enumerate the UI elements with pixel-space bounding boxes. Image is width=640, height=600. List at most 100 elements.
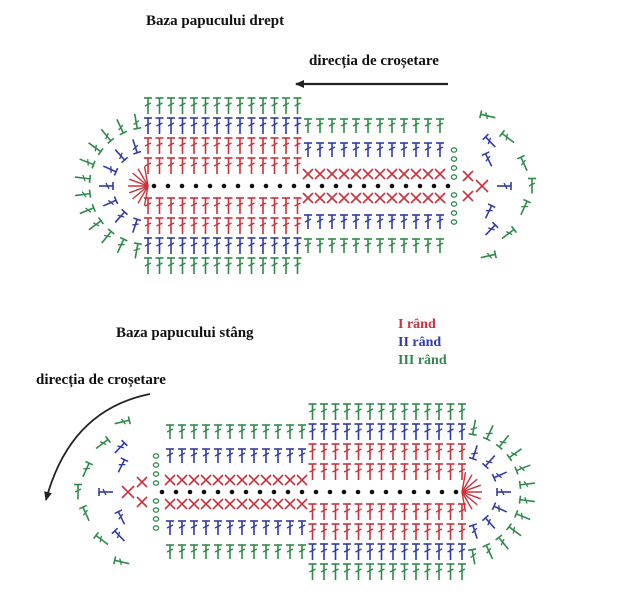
- double-crochet-stitch: [354, 403, 363, 420]
- single-crochet-stitch: [422, 192, 434, 204]
- double-crochet-stitch: [224, 237, 233, 254]
- double-crochet-stitch: [514, 509, 531, 521]
- double-crochet-stitch: [144, 257, 152, 274]
- chain-stitch: [425, 489, 431, 495]
- double-crochet-stitch: [458, 523, 466, 540]
- double-crochet-stitch: [102, 165, 119, 176]
- double-crochet-stitch: [435, 543, 443, 560]
- double-crochet-stitch: [491, 471, 508, 482]
- double-crochet-stitch: [400, 503, 409, 520]
- chain-stitch: [445, 183, 451, 189]
- chain-stitch: [263, 183, 269, 189]
- double-crochet-stitch: [224, 117, 233, 134]
- chain-stitch: [453, 489, 459, 495]
- double-crochet-stitch: [247, 197, 256, 214]
- double-crochet-stitch: [95, 435, 112, 450]
- single-crochet-stitch: [386, 168, 398, 180]
- single-crochet-stitch: [200, 474, 212, 486]
- double-crochet-stitch: [226, 448, 234, 463]
- double-crochet-stitch: [377, 423, 386, 440]
- chain-stitch: [151, 183, 157, 189]
- double-crochet-stitch: [137, 168, 149, 187]
- double-crochet-stitch: [298, 448, 306, 463]
- double-crochet-stitch: [114, 208, 129, 223]
- chain-stitch: [450, 201, 458, 207]
- chain-stitch: [152, 480, 160, 486]
- double-crochet-stitch: [400, 118, 408, 133]
- left-direction-label: direcția de croșetare: [36, 372, 166, 388]
- double-crochet-stitch: [282, 237, 290, 254]
- double-crochet-stitch: [167, 157, 175, 174]
- legend-row-3: III rând: [398, 353, 447, 368]
- double-crochet-stitch: [236, 257, 244, 274]
- double-crochet-stitch: [480, 250, 497, 259]
- chain-stitch: [165, 183, 171, 189]
- double-crochet-stitch: [114, 509, 126, 525]
- chain-stitch: [450, 192, 458, 198]
- double-crochet-stitch: [259, 137, 267, 154]
- double-crochet-stitch: [446, 523, 455, 540]
- double-crochet-stitch: [458, 563, 466, 580]
- double-crochet-stitch: [424, 142, 432, 157]
- double-crochet-stitch: [352, 238, 360, 253]
- double-crochet-stitch: [446, 423, 455, 440]
- double-crochet-stitch: [320, 423, 328, 440]
- double-crochet-stitch: [128, 185, 149, 194]
- double-crochet-stitch: [236, 117, 244, 134]
- double-crochet-stitch: [236, 157, 244, 174]
- double-crochet-stitch: [259, 217, 267, 234]
- double-crochet-stitch: [458, 543, 466, 560]
- double-crochet-stitch: [238, 520, 246, 535]
- double-crochet-stitch: [143, 185, 149, 206]
- single-crochet-stitch: [338, 192, 350, 204]
- double-crochet-stitch: [167, 97, 175, 114]
- single-crochet-stitch: [296, 474, 308, 486]
- double-crochet-stitch: [202, 544, 210, 559]
- double-crochet-stitch: [331, 523, 340, 540]
- chain-stitch: [450, 147, 458, 153]
- double-crochet-stitch: [201, 197, 210, 214]
- double-crochet-stitch: [247, 97, 256, 114]
- double-crochet-stitch: [274, 424, 282, 439]
- double-crochet-stitch: [506, 448, 522, 462]
- double-crochet-stitch: [190, 217, 198, 234]
- double-crochet-stitch: [226, 424, 234, 439]
- double-crochet-stitch: [518, 495, 535, 504]
- double-crochet-stitch: [481, 514, 496, 529]
- double-crochet-stitch: [236, 137, 244, 154]
- double-crochet-stitch: [468, 548, 477, 565]
- chain-stitch: [215, 489, 221, 495]
- double-crochet-stitch: [286, 424, 294, 439]
- double-crochet-stitch: [354, 563, 363, 580]
- chain-stitch: [450, 156, 458, 162]
- single-crochet-stitch: [260, 498, 272, 510]
- double-crochet-stitch: [308, 523, 317, 540]
- double-crochet-stitch: [74, 483, 82, 500]
- double-crochet-stitch: [352, 118, 360, 133]
- double-crochet-stitch: [259, 97, 267, 114]
- double-crochet-stitch: [354, 503, 363, 520]
- double-crochet-stitch: [435, 423, 443, 440]
- double-crochet-stitch: [468, 523, 478, 539]
- chain-stitch: [431, 183, 437, 189]
- chain-stitch: [319, 183, 325, 189]
- double-crochet-stitch: [238, 424, 246, 439]
- double-crochet-stitch: [343, 503, 351, 520]
- double-crochet-stitch: [400, 463, 409, 480]
- double-crochet-stitch: [412, 118, 420, 133]
- double-crochet-stitch: [201, 137, 210, 154]
- double-crochet-stitch: [274, 520, 282, 535]
- double-crochet-stitch: [117, 457, 129, 473]
- double-crochet-stitch: [400, 403, 409, 420]
- double-crochet-stitch: [435, 443, 443, 460]
- chain-stitch: [229, 489, 235, 495]
- double-crochet-stitch: [331, 403, 340, 420]
- double-crochet-stitch: [270, 157, 279, 174]
- single-crochet-stitch: [248, 498, 260, 510]
- double-crochet-stitch: [308, 463, 317, 480]
- chain-stitch: [327, 489, 333, 495]
- chain-stitch: [152, 453, 160, 459]
- single-crochet-stitch: [164, 498, 176, 510]
- double-crochet-stitch: [259, 237, 267, 254]
- double-crochet-stitch: [514, 464, 531, 475]
